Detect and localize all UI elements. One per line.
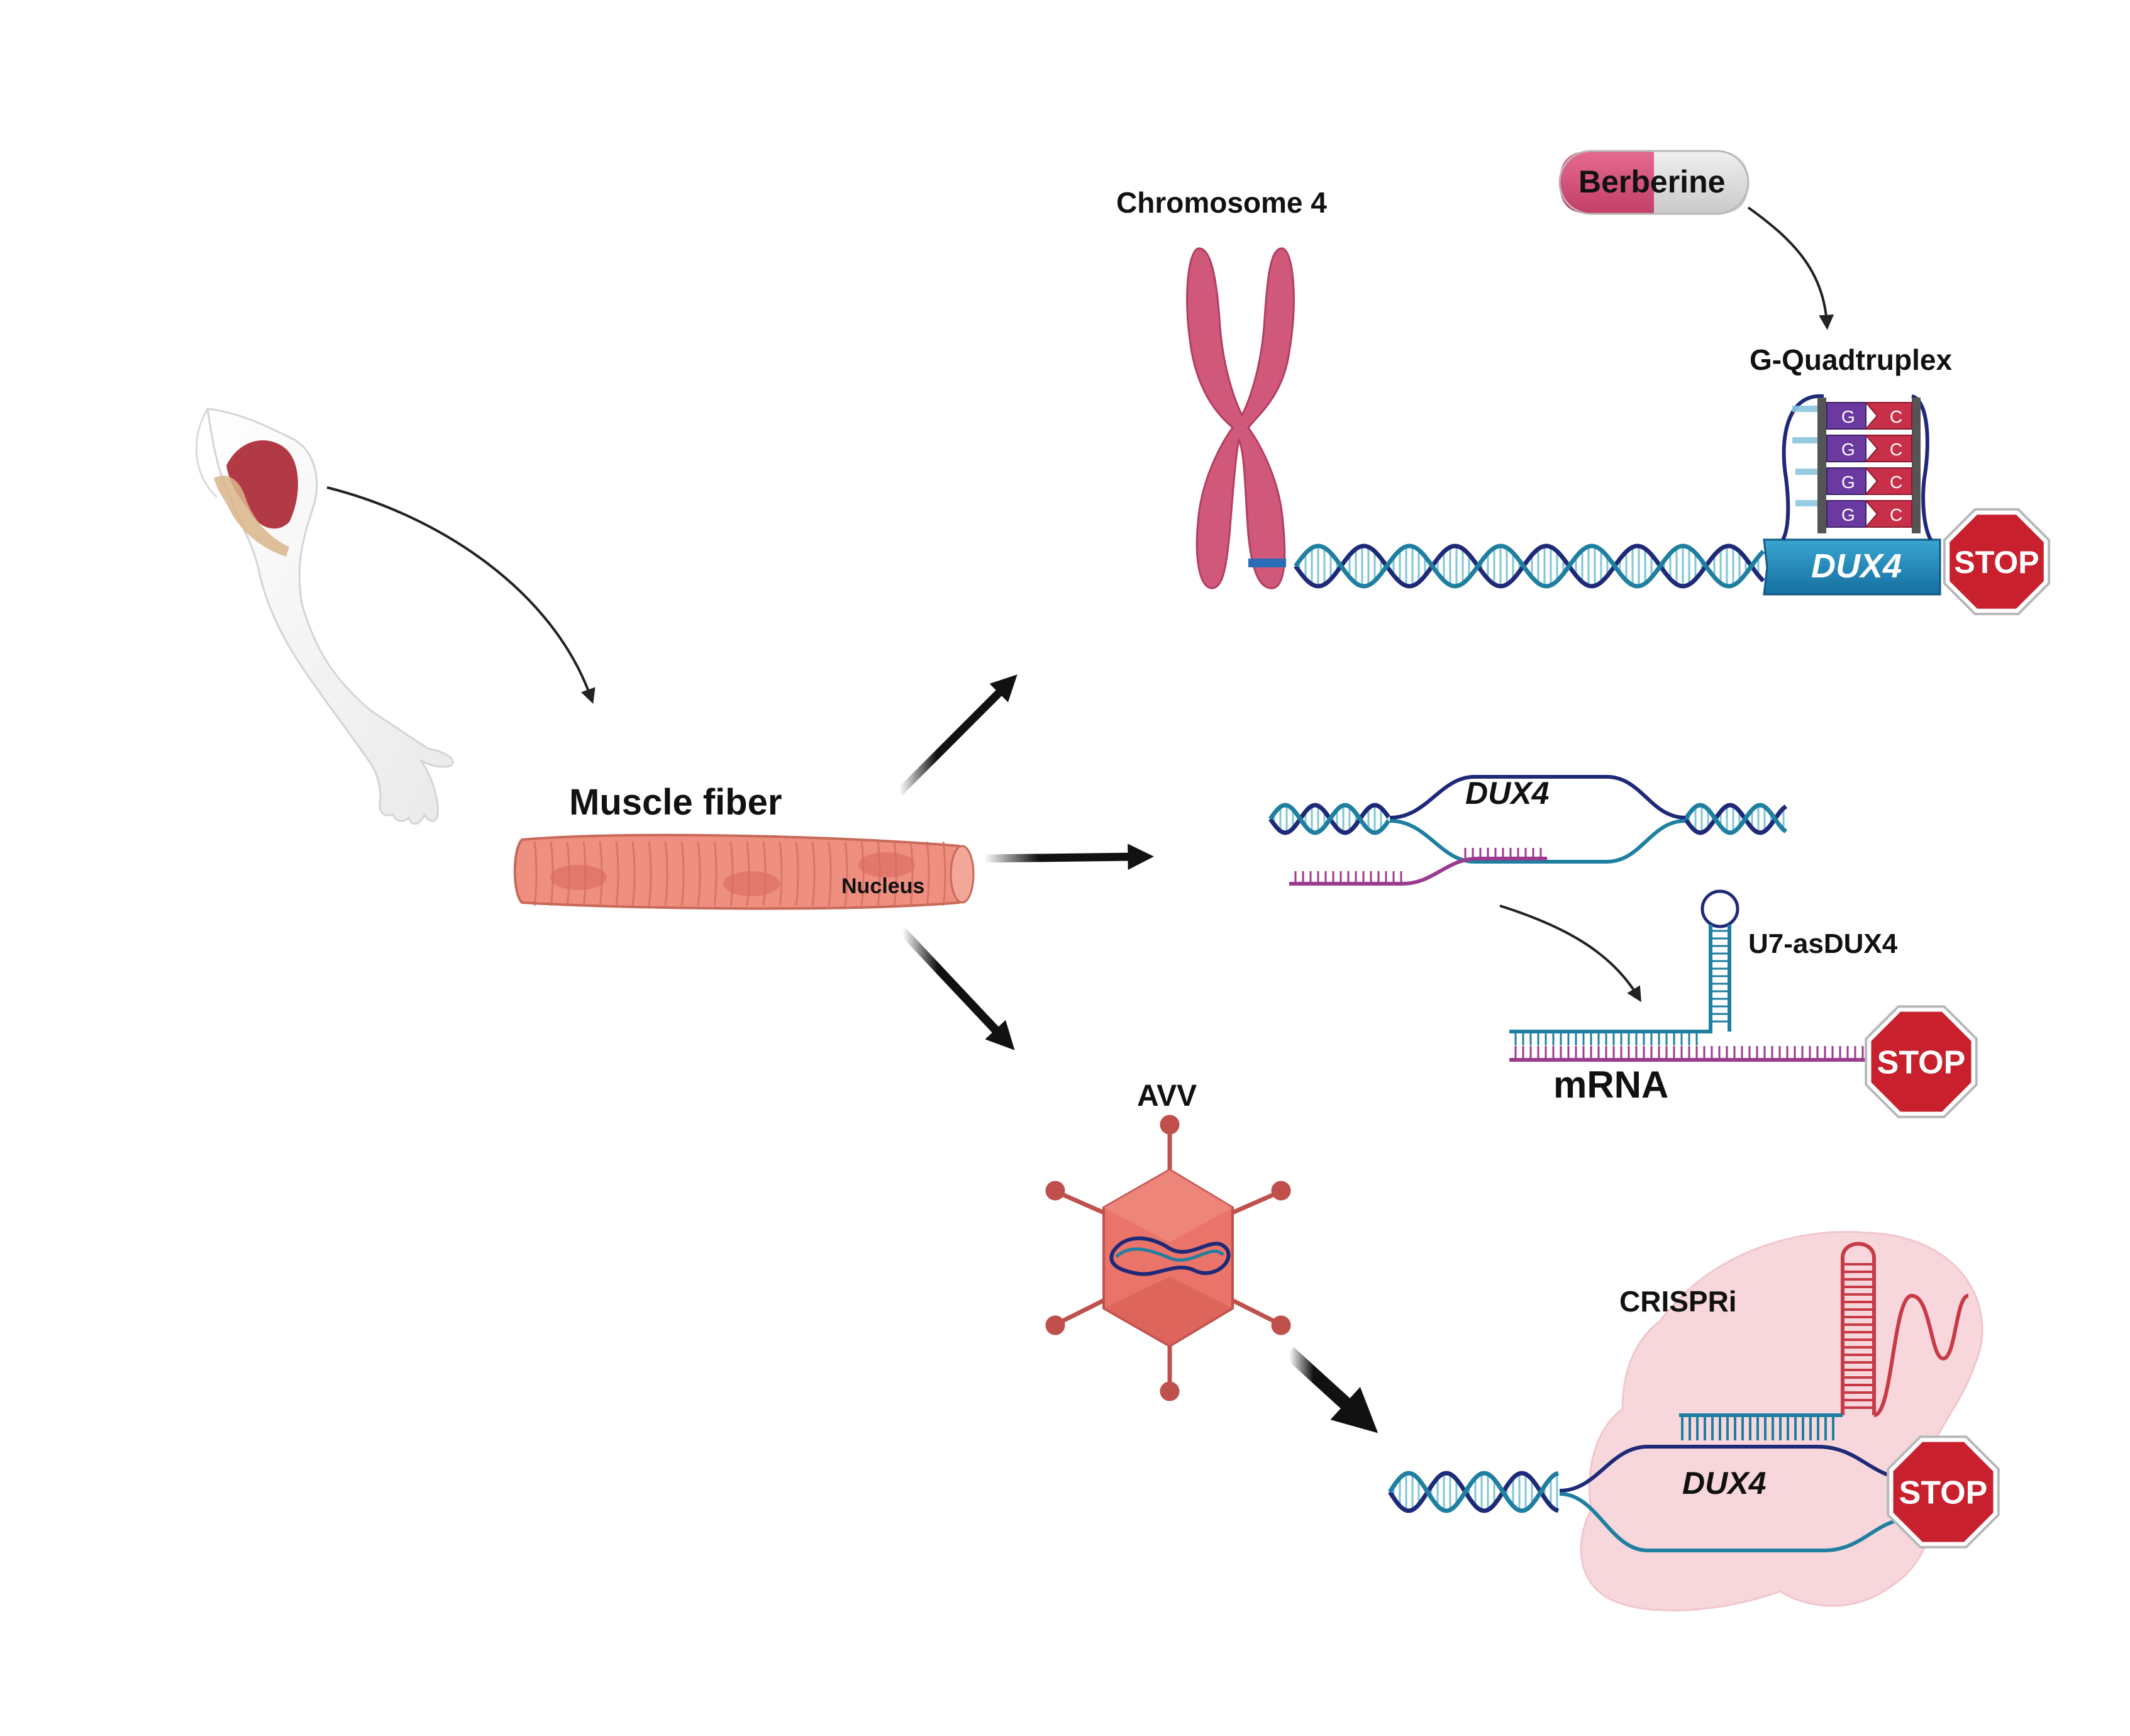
dna-strand-lower bbox=[1389, 819, 1686, 864]
guide-rna bbox=[1679, 1242, 1970, 1440]
g-base-label: G bbox=[1841, 505, 1855, 525]
c-base-label: C bbox=[1890, 505, 1902, 525]
c-base-label: C bbox=[1890, 472, 1902, 492]
arrow-fiber-to-avv bbox=[899, 928, 1015, 1050]
stop-label: STOP bbox=[1899, 1475, 1988, 1511]
stop-sign: STOP bbox=[1865, 1005, 1978, 1118]
avv-label: AVV bbox=[1137, 1079, 1197, 1113]
arrow-fiber-to-chromosome bbox=[896, 674, 1018, 796]
arrow-avv-to-crispri bbox=[1284, 1347, 1378, 1433]
stop-sign: STOP bbox=[1887, 1435, 2000, 1549]
muscle-fiber bbox=[513, 833, 975, 910]
dna-helix-middle bbox=[1268, 803, 1788, 835]
crispri-label: CRISPRi bbox=[1619, 1285, 1737, 1318]
mrna-strand bbox=[1509, 1030, 1872, 1062]
g-quadruplex: G C G C G C G C bbox=[1781, 394, 1933, 541]
crispri-strand-upper bbox=[1559, 1445, 1900, 1493]
stop-label: STOP bbox=[1954, 545, 2039, 580]
dux4-gene-label: DUX4 bbox=[1811, 547, 1902, 585]
dna-helix-bottom bbox=[1388, 1471, 1560, 1513]
dux4-transcript-label: DUX4 bbox=[1465, 776, 1549, 811]
dna-strand-upper bbox=[1389, 775, 1686, 820]
stop-label: STOP bbox=[1877, 1045, 1966, 1081]
chromosome-label: Chromosome 4 bbox=[1116, 186, 1327, 219]
chromosome-band bbox=[1248, 559, 1286, 567]
arm-illustration bbox=[195, 408, 454, 825]
dux4-gene-box: DUX4 bbox=[1763, 538, 1941, 596]
c-base-label: C bbox=[1890, 440, 1902, 459]
berberine-pill: Berberine bbox=[1558, 150, 1750, 215]
arrow-berberine-to-gq bbox=[1747, 206, 1834, 330]
chromosome-4 bbox=[1186, 247, 1295, 589]
dna-helix-top bbox=[1294, 543, 1765, 589]
stop-sign: STOP bbox=[1943, 508, 2051, 616]
deltoid-muscle bbox=[226, 440, 298, 529]
g-base-label: G bbox=[1841, 472, 1855, 492]
arrow-rna-to-u7 bbox=[1499, 904, 1641, 1003]
avv-virus bbox=[1045, 1115, 1291, 1401]
g-quadruplex-label: G-Quadtruplex bbox=[1750, 343, 1952, 376]
muscle-fiber-label: Muscle fiber bbox=[569, 782, 782, 823]
u7-label: U7-asDUX4 bbox=[1748, 928, 1898, 959]
g-base-label: G bbox=[1841, 407, 1855, 426]
mrna-label: mRNA bbox=[1553, 1064, 1668, 1106]
crispri-strand-lower bbox=[1559, 1492, 1906, 1552]
nascent-rna bbox=[1289, 848, 1547, 886]
arrow-arm-to-fiber bbox=[326, 486, 596, 704]
dux4-crispri-label: DUX4 bbox=[1682, 1466, 1766, 1501]
nucleus-label: Nucleus bbox=[841, 874, 924, 898]
g-base-label: G bbox=[1841, 440, 1855, 459]
u7-asdux4 bbox=[1698, 889, 1739, 1033]
berberine-label: Berberine bbox=[1578, 164, 1725, 199]
c-base-label: C bbox=[1890, 407, 1902, 426]
arrow-fiber-to-transcript bbox=[984, 843, 1154, 871]
